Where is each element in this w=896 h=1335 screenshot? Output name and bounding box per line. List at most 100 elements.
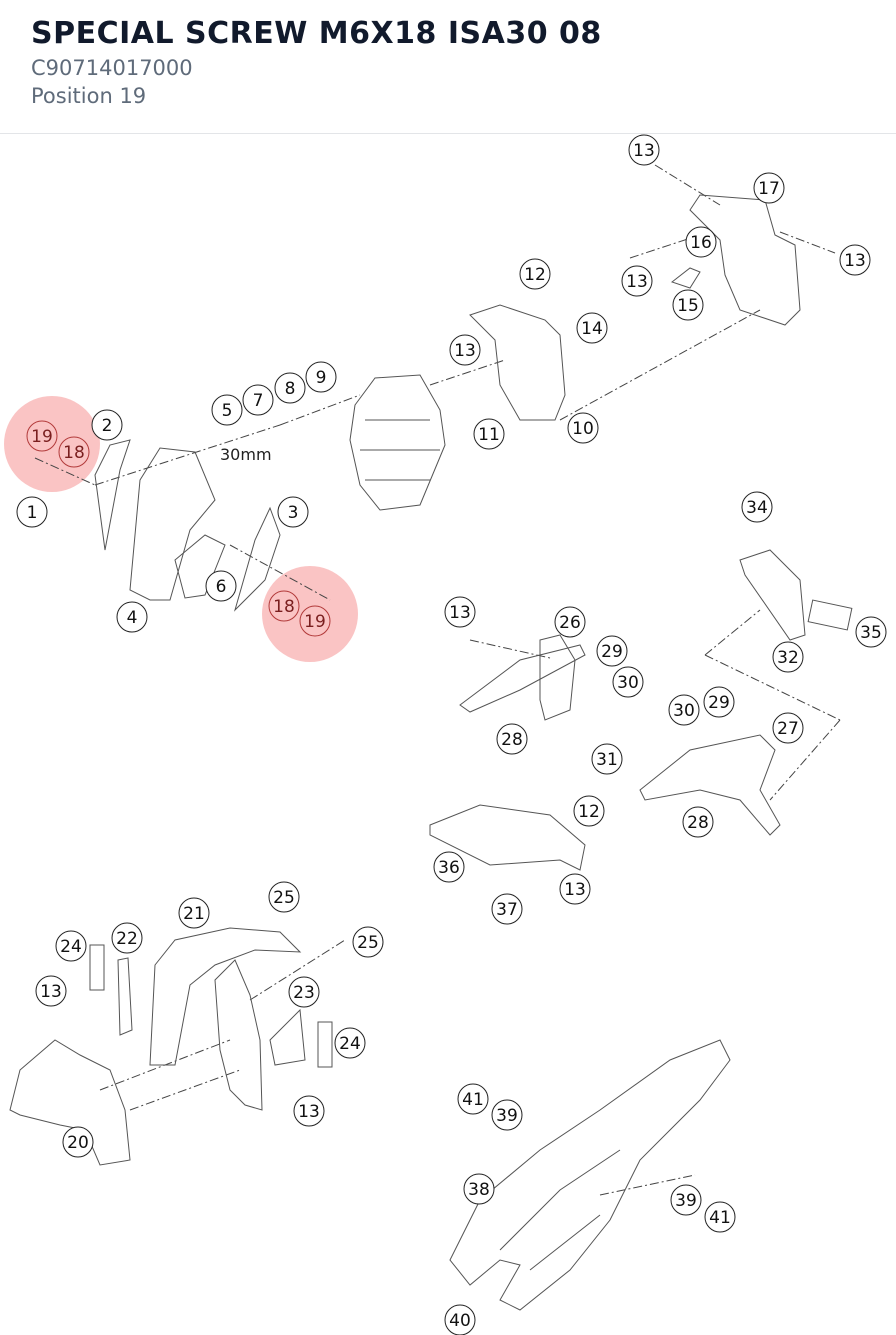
- callout-38: 38: [463, 1173, 495, 1205]
- svg-text:5: 5: [222, 401, 233, 421]
- svg-text:21: 21: [183, 904, 205, 924]
- svg-text:13: 13: [844, 251, 866, 271]
- callout-35: 35: [855, 616, 887, 648]
- svg-text:29: 29: [708, 693, 730, 713]
- part-title: SPECIAL SCREW M6X18 ISA30 08: [31, 16, 602, 51]
- callout-12: 12: [519, 258, 551, 290]
- svg-text:40: 40: [449, 1311, 471, 1331]
- svg-text:18: 18: [273, 597, 295, 617]
- callout-13: 13: [35, 975, 67, 1007]
- svg-text:28: 28: [687, 813, 709, 833]
- svg-text:10: 10: [572, 419, 594, 439]
- svg-text:28: 28: [501, 730, 523, 750]
- callout-21: 21: [178, 897, 210, 929]
- callout-13: 13: [449, 334, 481, 366]
- svg-text:6: 6: [216, 577, 227, 597]
- svg-text:13: 13: [564, 880, 586, 900]
- svg-text:30: 30: [617, 673, 639, 693]
- svg-text:1: 1: [27, 503, 38, 523]
- svg-text:14: 14: [581, 319, 603, 339]
- callout-17: 17: [753, 172, 785, 204]
- callout-30: 30: [668, 694, 700, 726]
- svg-text:11: 11: [478, 425, 500, 445]
- svg-text:31: 31: [596, 750, 618, 770]
- callout-5: 5: [211, 394, 243, 426]
- front-fender: [9, 927, 333, 1166]
- svg-text:25: 25: [357, 933, 379, 953]
- headlight-bracket: [469, 194, 801, 421]
- svg-text:13: 13: [40, 982, 62, 1002]
- part-position: Position 19: [31, 84, 147, 108]
- callout-13: 13: [628, 134, 660, 166]
- svg-text:9: 9: [316, 368, 327, 388]
- callout-13: 13: [293, 1095, 325, 1127]
- callout-25: 25: [352, 926, 384, 958]
- svg-text:41: 41: [462, 1090, 484, 1110]
- callout-34: 34: [741, 491, 773, 523]
- callout-36: 36: [433, 851, 465, 883]
- callout-18: 18: [268, 590, 300, 622]
- svg-text:19: 19: [31, 427, 53, 447]
- svg-text:41: 41: [709, 1208, 731, 1228]
- svg-text:13: 13: [626, 272, 648, 292]
- callout-28: 28: [496, 723, 528, 755]
- rear-tail-cover: [449, 1039, 731, 1311]
- svg-text:13: 13: [454, 341, 476, 361]
- svg-text:38: 38: [468, 1180, 490, 1200]
- callout-32: 32: [772, 641, 804, 673]
- callout-41: 41: [704, 1201, 736, 1233]
- svg-text:20: 20: [67, 1133, 89, 1153]
- svg-text:24: 24: [60, 937, 82, 957]
- svg-text:13: 13: [633, 141, 655, 161]
- svg-text:39: 39: [675, 1191, 697, 1211]
- callout-13: 13: [839, 244, 871, 276]
- svg-text:25: 25: [273, 888, 295, 908]
- svg-text:34: 34: [746, 498, 768, 518]
- svg-text:19: 19: [304, 612, 326, 632]
- callout-16: 16: [685, 226, 717, 258]
- callout-40: 40: [444, 1304, 476, 1335]
- svg-text:22: 22: [116, 929, 138, 949]
- svg-text:27: 27: [777, 719, 799, 739]
- callout-29: 29: [703, 686, 735, 718]
- callout-19-highlighted: 19: [26, 420, 58, 452]
- callout-23: 23: [288, 976, 320, 1008]
- callout-9: 9: [305, 361, 337, 393]
- svg-text:17: 17: [758, 179, 780, 199]
- svg-text:16: 16: [690, 233, 712, 253]
- callout-25: 25: [268, 881, 300, 913]
- callout-4: 4: [116, 601, 148, 633]
- svg-text:12: 12: [578, 802, 600, 822]
- number-plate-holder: [429, 549, 853, 871]
- svg-text:15: 15: [677, 296, 699, 316]
- callout-2: 2: [91, 409, 123, 441]
- callout-7: 7: [242, 384, 274, 416]
- svg-text:29: 29: [601, 642, 623, 662]
- callout-1: 1: [16, 496, 48, 528]
- callout-13: 13: [621, 265, 653, 297]
- callout-41: 41: [457, 1083, 489, 1115]
- callout-30: 30: [612, 666, 644, 698]
- callout-27: 27: [772, 712, 804, 744]
- callout-24: 24: [334, 1027, 366, 1059]
- callout-20: 20: [62, 1126, 94, 1158]
- svg-text:24: 24: [339, 1034, 361, 1054]
- svg-text:8: 8: [285, 379, 296, 399]
- callout-13: 13: [444, 596, 476, 628]
- callout-18: 18: [58, 436, 90, 468]
- svg-text:7: 7: [253, 391, 264, 411]
- svg-text:39: 39: [496, 1106, 518, 1126]
- callout-37: 37: [491, 893, 523, 925]
- svg-text:12: 12: [524, 265, 546, 285]
- svg-text:13: 13: [449, 603, 471, 623]
- svg-text:30: 30: [673, 701, 695, 721]
- callout-11: 11: [473, 418, 505, 450]
- svg-text:3: 3: [288, 503, 299, 523]
- svg-text:35: 35: [860, 623, 882, 643]
- exploded-parts-diagram: 30mm 1 2 3 4 5 6 7 8 9 10 11 12 12 13 13…: [4, 134, 887, 1335]
- callout-15: 15: [672, 289, 704, 321]
- callout-39: 39: [491, 1099, 523, 1131]
- callout-19-highlighted: 19: [299, 605, 331, 637]
- svg-text:37: 37: [496, 900, 518, 920]
- callout-22: 22: [111, 922, 143, 954]
